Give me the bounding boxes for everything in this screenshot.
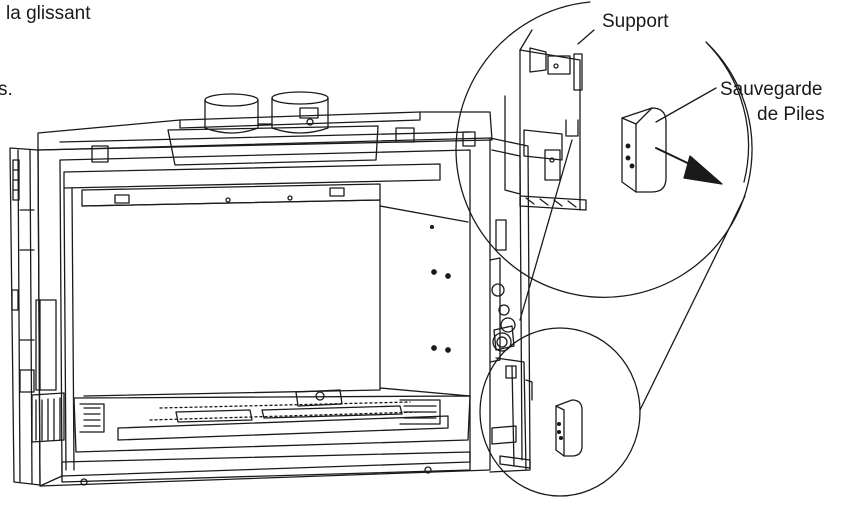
callout-connector-lines <box>519 139 746 411</box>
support-label: Support <box>602 11 669 32</box>
de-piles-label: de Piles <box>757 104 825 125</box>
upper-zoom-callout <box>455 1 753 298</box>
cropped-text-line-1: la glissant <box>6 3 91 24</box>
sauvegarde-label: Sauvegarde <box>720 79 823 100</box>
outer-frame <box>37 137 491 487</box>
left-side-panel <box>9 147 65 486</box>
firebox-interior <box>39 163 471 487</box>
right-side-controls <box>489 137 531 473</box>
cropped-text-line-2: s. <box>0 79 13 100</box>
lower-zoom-circle <box>479 327 641 497</box>
top-plate <box>37 107 493 166</box>
